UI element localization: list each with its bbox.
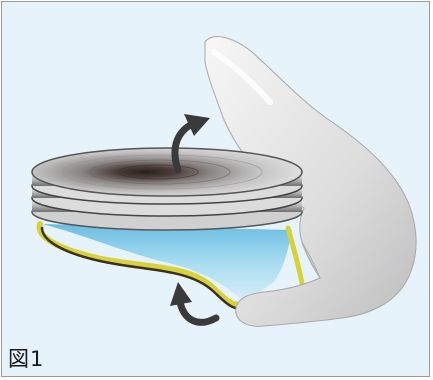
wave-edge-right xyxy=(288,228,302,284)
rotate-arrow-bottom-head xyxy=(170,282,192,306)
disc-stack xyxy=(32,148,302,230)
rotate-arrow-bottom xyxy=(180,302,216,322)
water-surface xyxy=(42,224,292,302)
figure-caption: 図1 xyxy=(8,349,44,370)
illustration xyxy=(2,2,430,377)
